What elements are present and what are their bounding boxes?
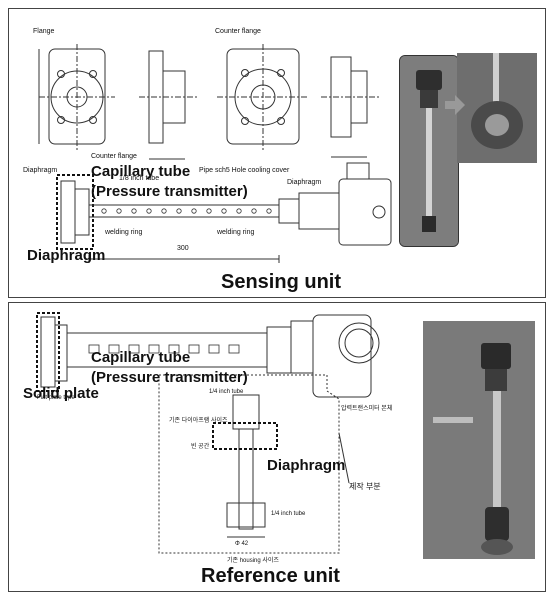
dimension-300: 300 xyxy=(177,245,189,252)
tube-small-label: 1/8 inch tube xyxy=(119,175,160,182)
sensing-unit-panel: Flange Counter flange Diaphragm Counter … xyxy=(8,8,546,298)
transmitter-body-label: 압력트랜스미터 본체 xyxy=(341,406,393,412)
reference-pressure-transmitter-label: (Pressure transmitter) xyxy=(91,369,248,386)
solid-plate-highlight xyxy=(36,312,60,392)
sensing-drawing xyxy=(38,44,392,263)
sensing-unit-caption: Sensing unit xyxy=(221,271,341,293)
welding-ring-label-1: welding ring xyxy=(105,229,143,236)
assembly-flange xyxy=(60,180,76,244)
reference-diaphragm-highlight xyxy=(212,422,278,450)
diaphragm-small-label: Diaphragm xyxy=(23,167,58,174)
diaphragm-right-label: Diaphragm xyxy=(287,179,322,186)
reference-unit-caption: Reference unit xyxy=(201,565,340,587)
sensing-photo-closeup xyxy=(457,53,537,163)
sensing-photo-assembly xyxy=(399,55,459,247)
capillary-tube-label: Capillary tube xyxy=(91,163,191,180)
quarter-tube-label-2: 1/4 inch tube xyxy=(271,511,306,517)
reference-photo xyxy=(423,321,535,559)
counter-flange-label: Counter flange xyxy=(215,28,261,35)
welding-ring-label-2: welding ring xyxy=(217,229,255,236)
reference-transmitter-body xyxy=(312,314,372,398)
diaphragm-label: Diaphragm xyxy=(27,247,106,264)
reference-capillary-tube-label: Capillary tube xyxy=(91,349,191,366)
empty-space-label: 빈 공간 xyxy=(191,444,210,450)
manufactured-part-label: 제작 부분 xyxy=(349,482,381,491)
reference-unit-panel: Flat plate type 1/4 inch tube 기존 다이아프램 사… xyxy=(8,302,546,592)
flange-label: Flange xyxy=(33,28,55,35)
quarter-tube-label: 1/4 inch tube xyxy=(209,389,244,395)
cooling-cover-label: Pipe sch5 Hole cooling cover xyxy=(199,167,290,174)
diameter-42-label: Φ 42 xyxy=(235,541,249,547)
reference-diaphragm-label: Diaphragm xyxy=(267,457,346,474)
manufactured-part-outline xyxy=(158,374,340,554)
flat-plate-label: Flat plate type xyxy=(37,395,75,401)
capillary-tube xyxy=(88,204,280,218)
housing-size-label: 기존 housing 사이즈 xyxy=(227,558,279,564)
pressure-transmitter-label: (Pressure transmitter) xyxy=(91,183,248,200)
solid-plate-label: Solid plate xyxy=(23,385,99,402)
existing-diaphragm-size-label: 기존 다이아프램 사이즈 xyxy=(169,418,228,424)
counter-flange-small-label: Counter flange xyxy=(91,153,137,160)
reference-drawing xyxy=(36,312,380,554)
diaphragm-highlight xyxy=(56,174,94,250)
transmitter-body xyxy=(338,178,392,246)
